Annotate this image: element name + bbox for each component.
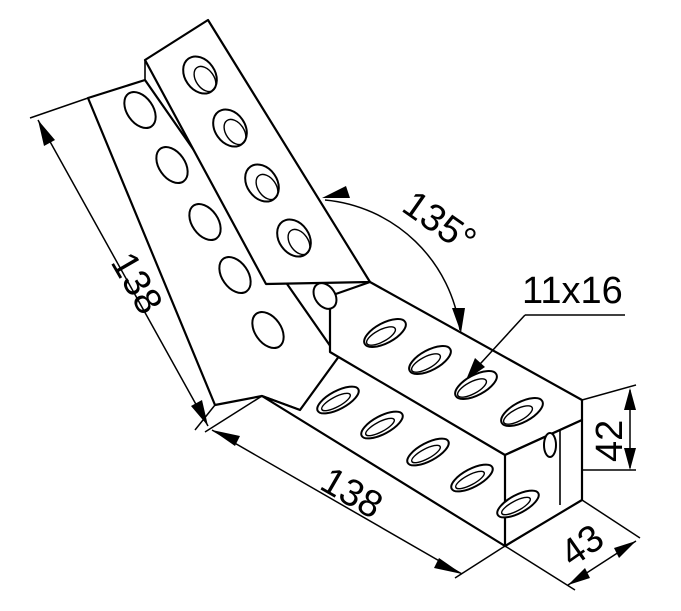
dimension-width-43-label: 43 bbox=[553, 517, 612, 576]
slot-size-label: 11x16 bbox=[522, 270, 623, 312]
dimension-height-42 bbox=[581, 384, 637, 471]
upper-front-slots bbox=[182, 55, 312, 258]
dimension-horizontal-138-label: 138 bbox=[314, 459, 390, 527]
dimension-angle-135-label: 135° bbox=[395, 183, 483, 262]
dimension-horizontal-138 bbox=[204, 395, 506, 579]
dimension-width-43 bbox=[504, 499, 641, 591]
leader-slot-size bbox=[466, 314, 625, 380]
dimension-angle-135 bbox=[322, 186, 465, 333]
dimension-height-42-label: 42 bbox=[589, 420, 631, 462]
dimension-vertical-138 bbox=[29, 97, 216, 431]
lower-wall-slots bbox=[363, 318, 544, 427]
lower-base-slots bbox=[316, 385, 540, 519]
upper-back-slots bbox=[123, 90, 338, 350]
